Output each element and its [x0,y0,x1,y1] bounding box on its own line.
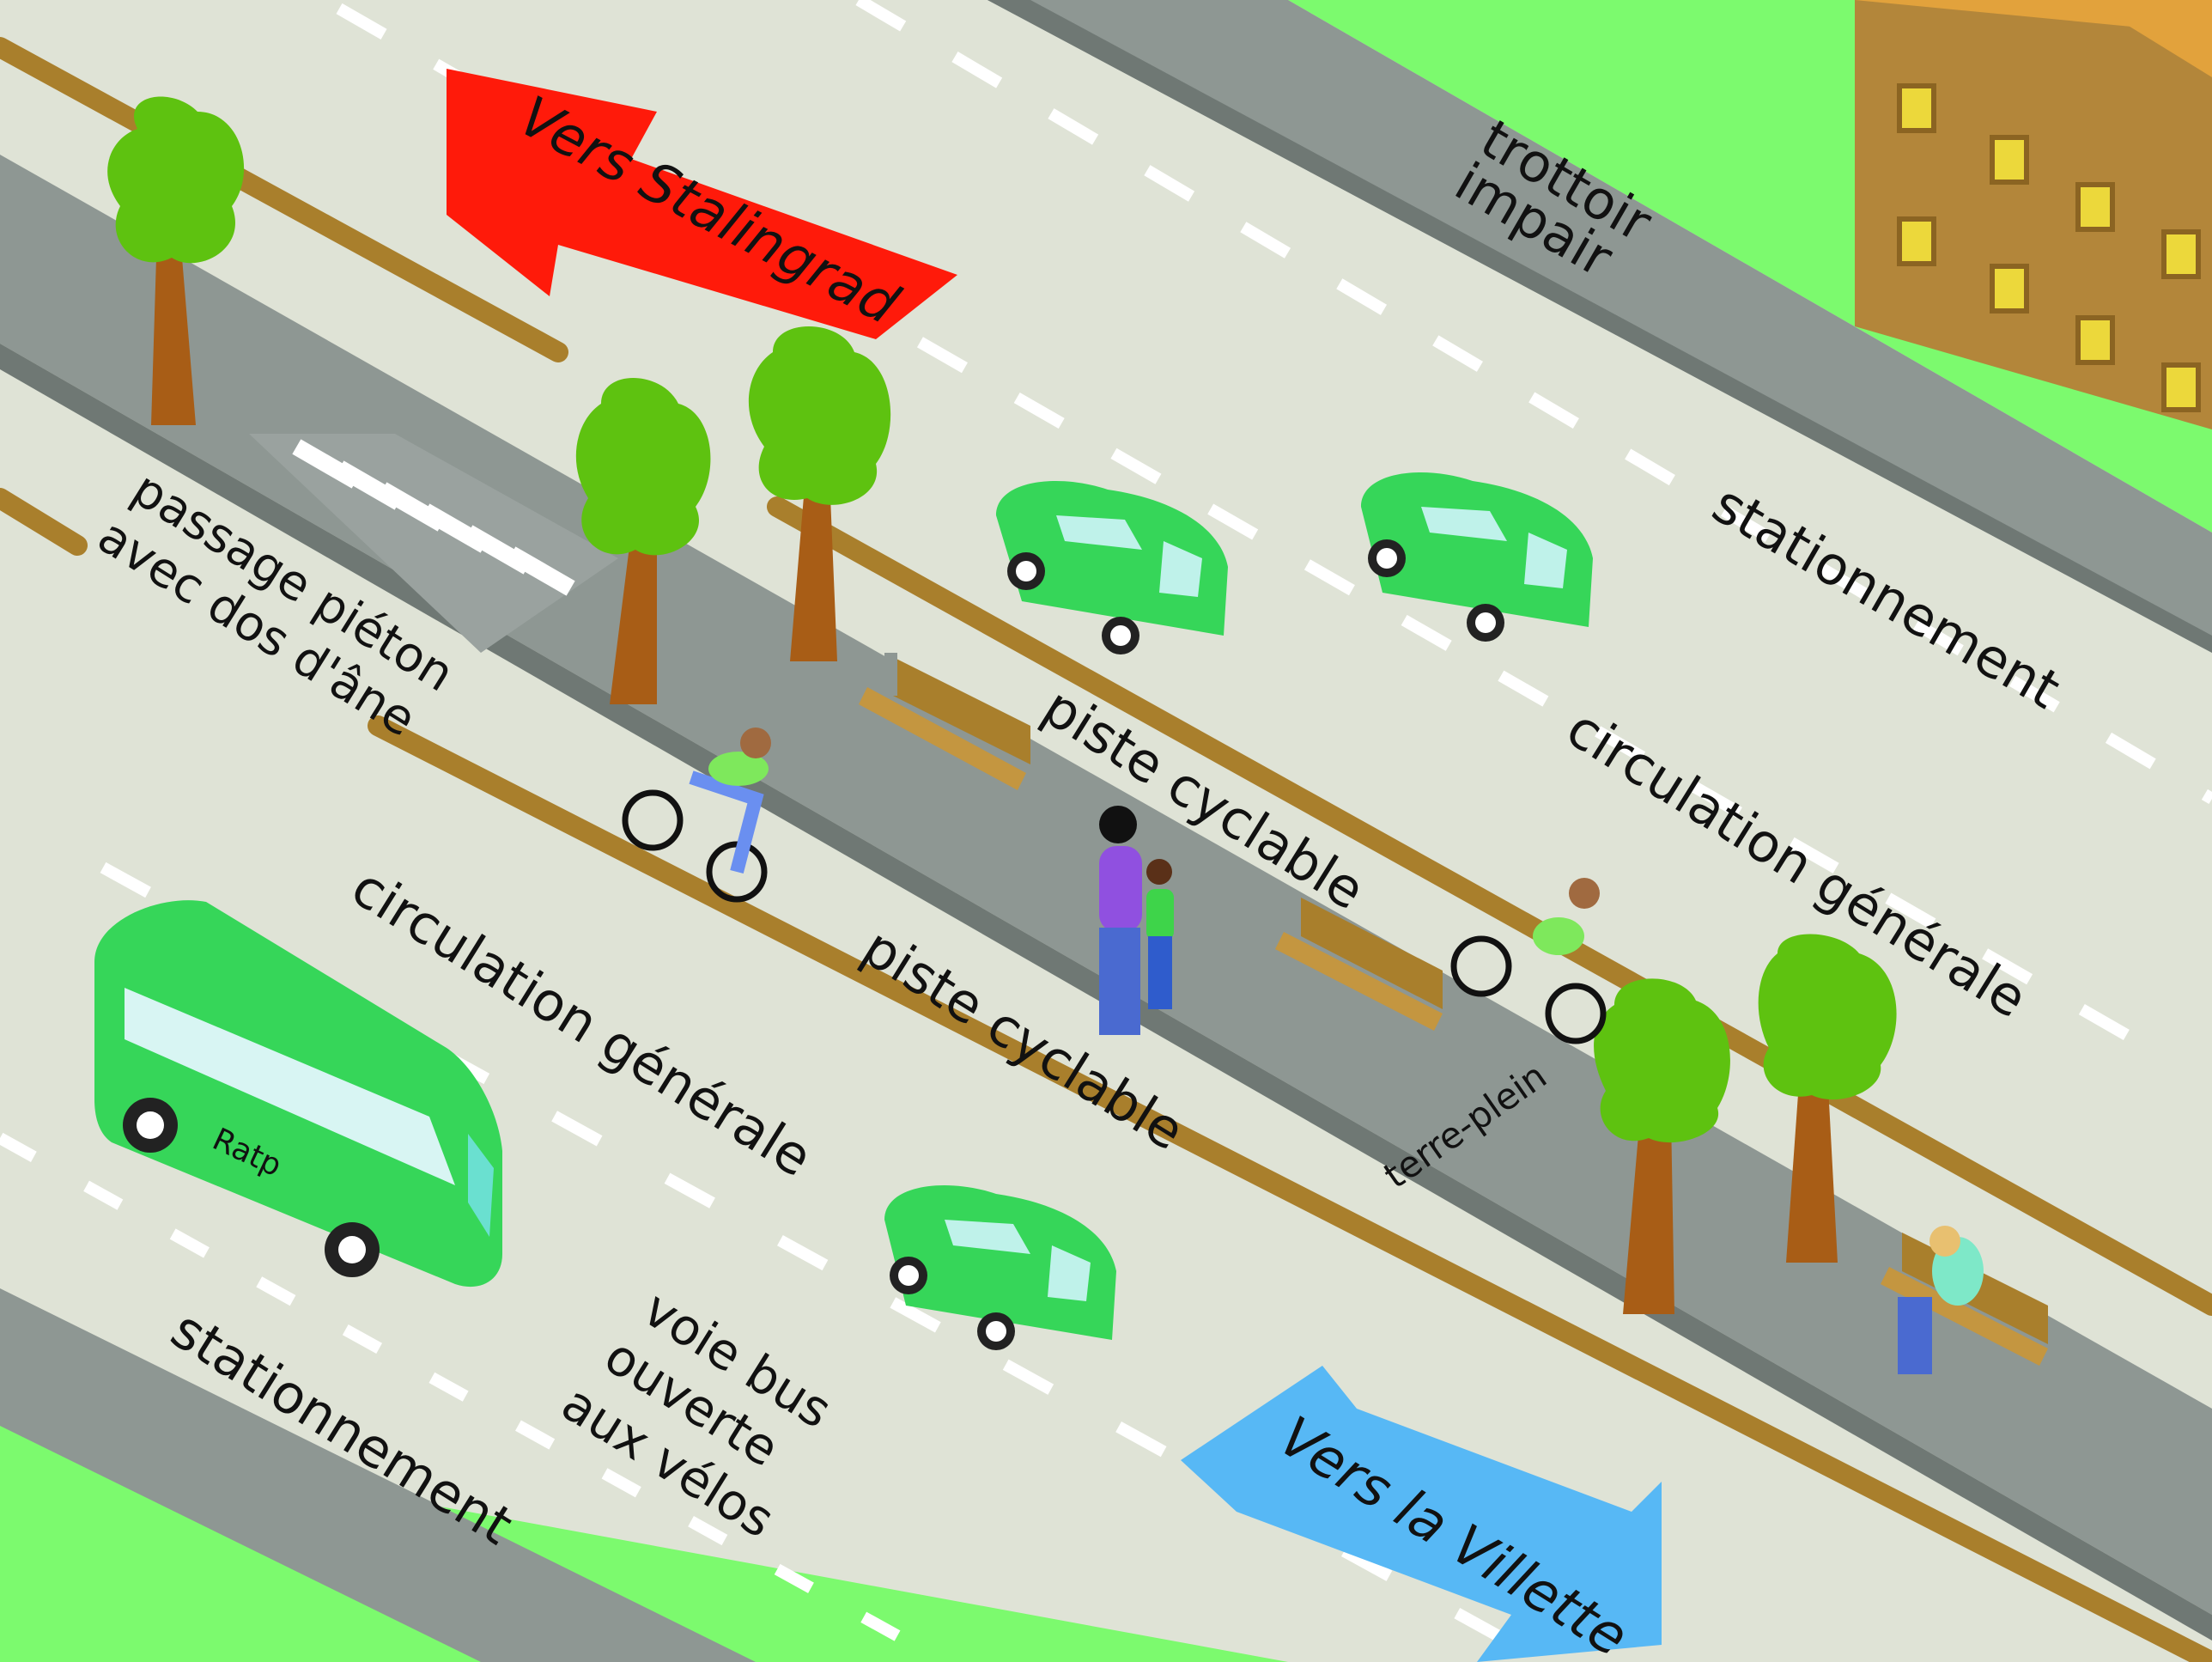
median-crossing-area [249,434,618,653]
car-icon [884,1185,1116,1350]
tree-icon [1594,978,1730,1314]
seated-person-icon [1898,1226,1984,1374]
tree-icon [1758,934,1897,1263]
car-icon [1361,472,1593,642]
child-icon [1146,859,1174,1009]
people [622,728,1984,1374]
bus-icon: Ratp [94,900,502,1288]
tree-icon [107,96,245,425]
building-windows [1897,83,2201,412]
pedestrian-icon [1099,806,1142,1035]
curbs [0,37,2212,1662]
cyclist-icon [1450,878,1607,1044]
trees [107,96,1897,1314]
vehicles: Ratp [94,472,1593,1350]
north-sidewalk-edge [988,0,2212,653]
building [1855,0,2212,429]
cyclist-icon [622,728,771,903]
car-icon [996,481,1228,654]
pedestrian-crossing [292,439,575,596]
tree-icon [748,326,891,661]
tree-icon [575,378,711,704]
south-sidewalk [0,1288,756,1662]
bench-icon [1275,898,1443,1031]
bench-icon [859,653,1030,790]
